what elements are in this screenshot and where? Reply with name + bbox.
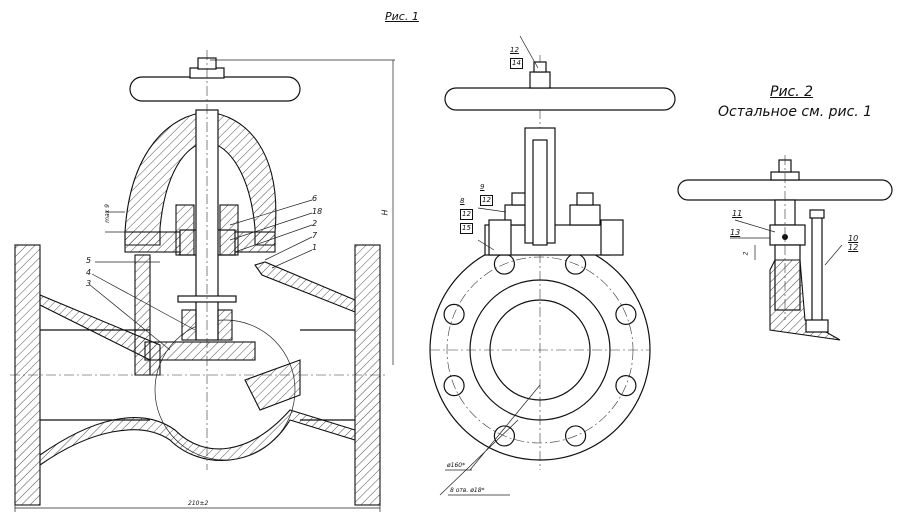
callout-box: 12 (460, 209, 473, 220)
callout-2: 2 (312, 219, 318, 228)
dimension-holes: 8 отв. ø18* (450, 487, 485, 494)
callout-6: 6 (312, 194, 318, 203)
dimension-gap: max 9 (103, 204, 111, 223)
callout-9-12: 9 12 (480, 183, 493, 206)
sectional-view (10, 50, 395, 512)
figure2-subtitle: Остальное см. рис. 1 (718, 104, 873, 120)
bolt-hole (615, 374, 637, 397)
callout-number: 8 (460, 197, 465, 205)
bolt-hole (443, 303, 465, 326)
callout-18: 18 (312, 207, 323, 216)
collar (769, 224, 806, 246)
callout-3: 3 (86, 279, 92, 288)
rod (811, 214, 823, 326)
dimension-height: H (380, 209, 390, 216)
handwheel-front (444, 87, 676, 111)
handwheel (129, 76, 301, 102)
callout-11: 11 (732, 209, 743, 218)
callout-12-14: 12 14 (510, 46, 523, 69)
callout-5: 5 (86, 256, 92, 265)
bolt-hole (564, 425, 587, 447)
callout-number: 12 (848, 243, 859, 252)
bolt-hole (493, 425, 516, 447)
callout-box: 14 (510, 58, 523, 69)
callout-number: 9 (480, 183, 485, 191)
figure1-title: Рис. 1 (385, 10, 419, 23)
callout-1: 1 (312, 243, 318, 252)
front-view (429, 35, 676, 496)
bolt-hole (443, 374, 465, 397)
disc (144, 341, 256, 361)
callout-box: 15 (460, 223, 473, 234)
dimension-length: 210±2 (188, 500, 209, 507)
seat-rib (244, 359, 301, 411)
bolt-hole (615, 303, 637, 326)
callout-7: 7 (312, 231, 318, 240)
dimension-bolt-circle: ø160* (447, 462, 466, 469)
callout-number: 10 (848, 234, 859, 243)
dimension-gap-fig2: 2 (742, 251, 750, 256)
callout-13: 13 (730, 228, 741, 237)
callout-box: 12 (480, 195, 493, 206)
callout-4: 4 (86, 268, 92, 277)
callout-number: 12 (510, 46, 519, 54)
figure2-view (677, 155, 893, 341)
callout-10-12: 10 12 (848, 234, 858, 252)
figure2-title: Рис. 2 (770, 84, 814, 100)
callout-8-12-15: 8 12 15 (460, 197, 473, 234)
body-wall-lower (39, 409, 356, 467)
body-wall-upper-right (254, 261, 356, 313)
